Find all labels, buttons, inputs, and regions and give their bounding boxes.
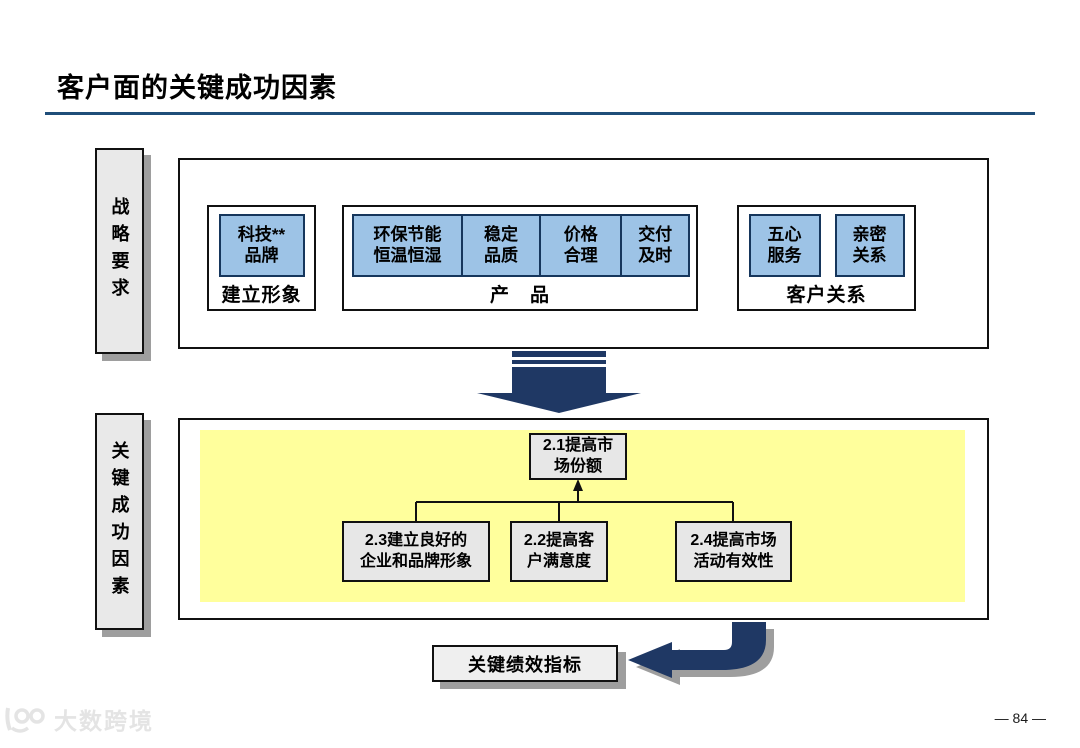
group-customer-relation: 五心 服务 亲密 关系 客户关系 <box>737 205 916 311</box>
csf-node-child: 2.4提高市场 活动有效性 <box>675 521 792 582</box>
group-customer-relation-items: 五心 服务 亲密 关系 <box>739 207 914 277</box>
kpi-box: 关键绩效指标 <box>432 645 618 682</box>
csf-node-child: 2.2提高客 户满意度 <box>510 521 608 582</box>
group-customer-relation-label: 客户关系 <box>786 284 867 306</box>
tree-connector-lines <box>415 479 734 521</box>
down-arrow-icon <box>477 351 641 413</box>
strategy-side-label: 战略要求 <box>95 148 144 354</box>
curved-left-arrow-icon <box>628 622 774 685</box>
watermark-logo-icon <box>5 707 45 733</box>
strategy-item: 交付 及时 <box>620 214 690 277</box>
group-product-items: 环保节能 恒温恒湿 稳定 品质 价格 合理 交付 及时 <box>344 207 696 277</box>
watermark: 大数跨境 <box>4 702 154 736</box>
group-build-image: 科技** 品牌 建立形象 <box>207 205 316 311</box>
strategy-item: 五心 服务 <box>748 214 821 277</box>
strategy-item: 环保节能 恒温恒湿 <box>352 214 464 277</box>
group-product-label: 产 品 <box>489 284 550 306</box>
csf-side-label: 关键成功因素 <box>95 413 144 630</box>
page-title: 客户面的关键成功因素 <box>57 73 337 103</box>
watermark-text: 大数跨境 <box>54 708 154 734</box>
page-number: — 84 — <box>994 710 1046 726</box>
group-product: 环保节能 恒温恒湿 稳定 品质 价格 合理 交付 及时 产 品 <box>342 205 698 311</box>
csf-node-root: 2.1提高市 场份额 <box>529 433 627 480</box>
strategy-item: 科技** 品牌 <box>218 214 305 277</box>
csf-container: 2.1提高市 场份额 2.3建立良好的 企业和品牌形象 2.2提高客 户满意度 … <box>178 418 989 620</box>
strategy-item: 亲密 关系 <box>834 214 905 277</box>
strategy-item: 稳定 品质 <box>461 214 541 277</box>
title-underline <box>45 112 1035 115</box>
strategy-item: 价格 合理 <box>538 214 623 277</box>
csf-node-child: 2.3建立良好的 企业和品牌形象 <box>342 521 490 582</box>
strategy-container: 科技** 品牌 建立形象 环保节能 恒温恒湿 稳定 品质 价格 合理 交付 及时… <box>178 158 989 349</box>
group-build-image-label: 建立形象 <box>221 284 302 306</box>
group-build-image-items: 科技** 品牌 <box>209 207 314 277</box>
